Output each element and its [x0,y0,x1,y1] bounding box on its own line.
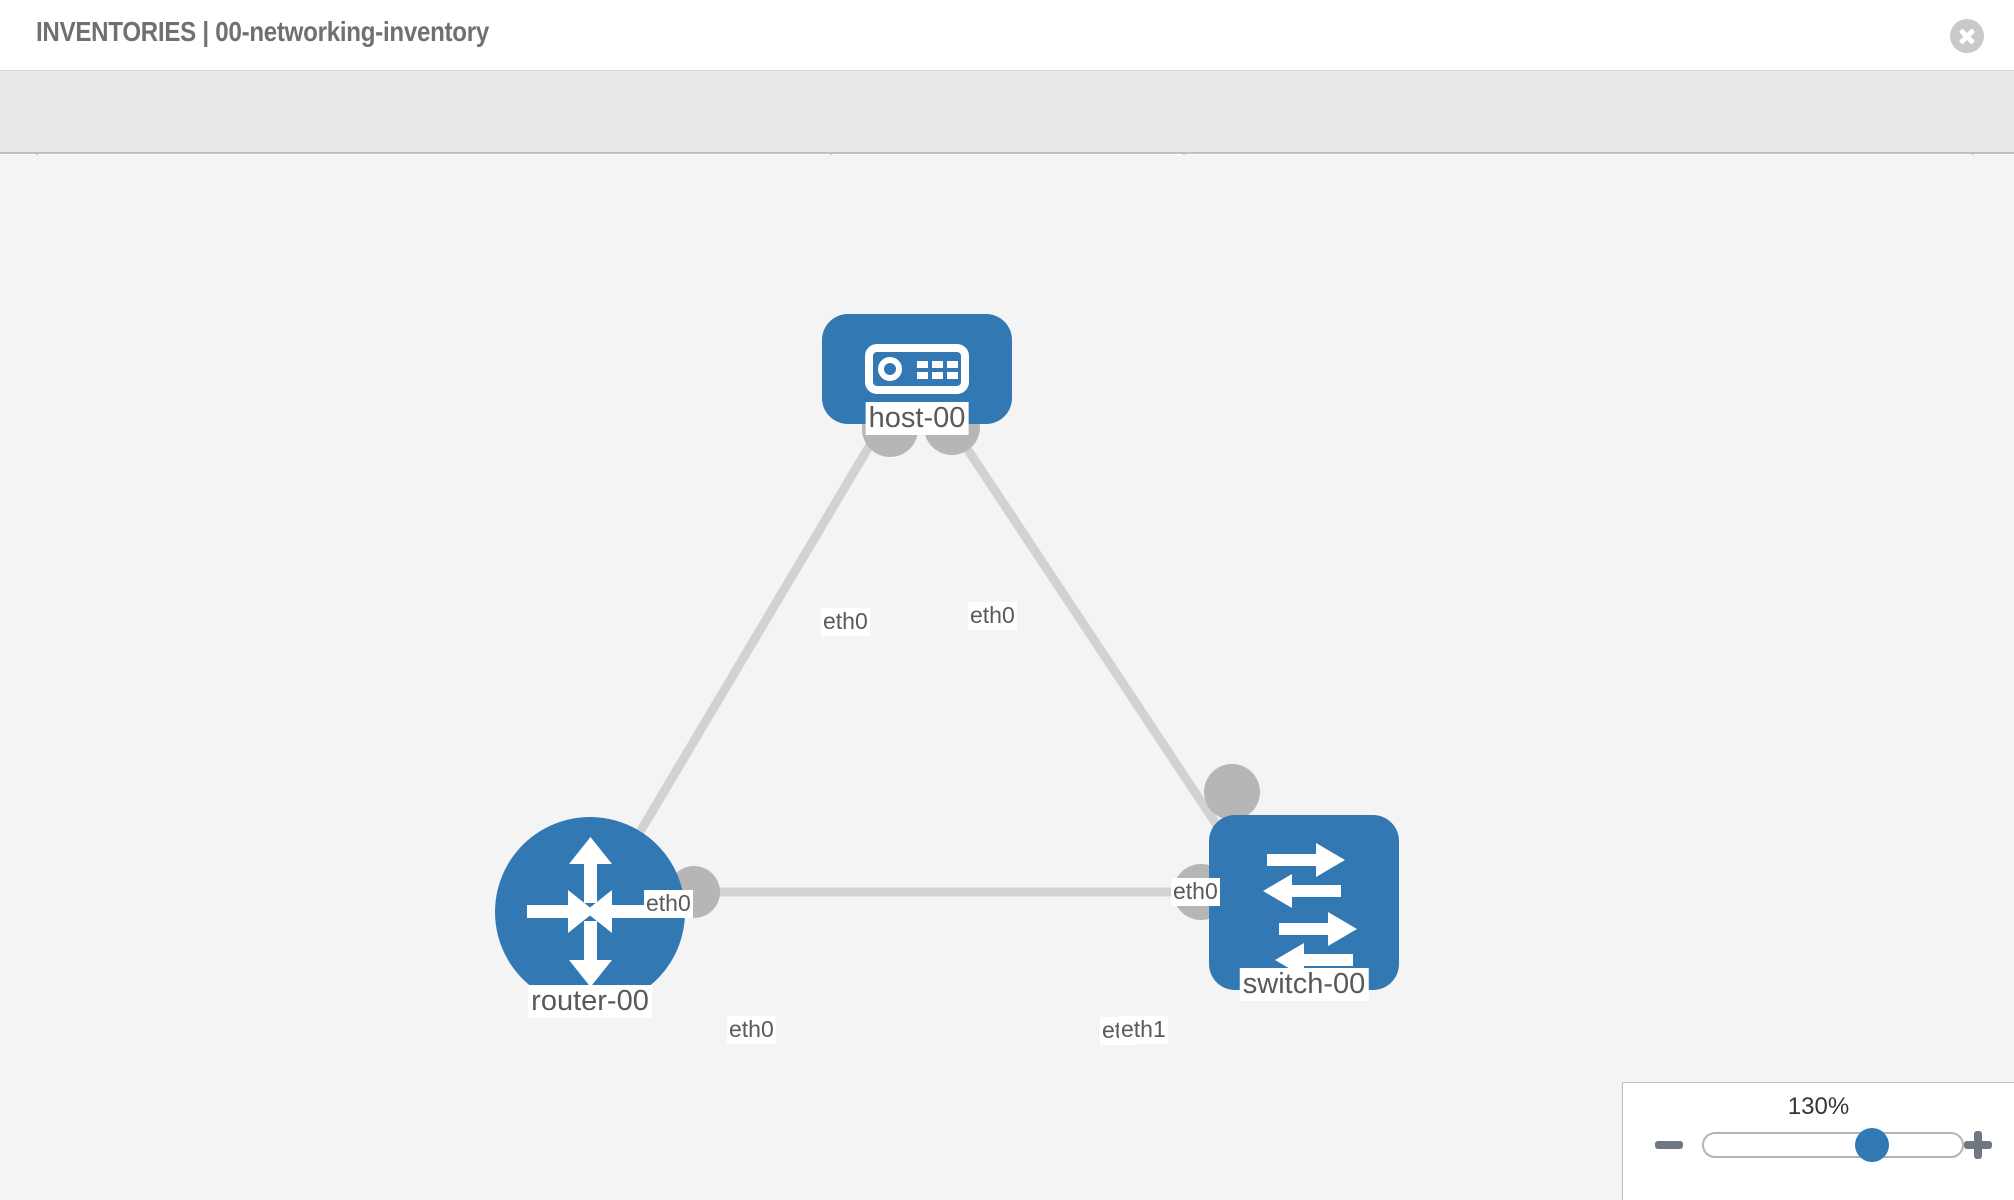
zoom-control-panel: 130% [1622,1082,2014,1200]
zoom-out-button[interactable] [1655,1141,1683,1149]
zoom-in-button[interactable] [1964,1131,1992,1159]
topology-links [608,399,1260,920]
page-title: INVENTORIES | 00-networking-inventory [36,16,490,47]
edge-label-router-right: eth0 [727,1016,776,1044]
topology-canvas[interactable]: host-00 [0,155,2014,1200]
edge-label-router-upper: eth0 [644,890,693,918]
edge-label-switch-upper: eth0 [1171,878,1220,906]
page-header: INVENTORIES | 00-networking-inventory [0,0,2014,70]
link-host-router [608,420,887,882]
node-label-router-00: router-00 [528,985,652,1019]
node-label-host-00: host-00 [865,402,969,436]
link-host-switch [946,420,1254,878]
edge-label-host-right: eth0 [968,602,1017,630]
node-router-00[interactable]: router-00 [495,817,685,1032]
toolbar: ACTIONS SEARCH [0,70,2014,211]
edge-label-switch-left-b: eth1 [1119,1016,1168,1044]
node-label-switch-00: switch-00 [1239,968,1369,1002]
node-switch-00[interactable]: switch-00 [1209,800,1399,1035]
edge-label-host-left: eth0 [821,608,870,636]
zoom-level-label: 130% [1787,1093,1850,1120]
interface-switch-top[interactable] [1204,764,1260,820]
node-host-00[interactable]: host-00 [822,314,1012,494]
zoom-slider[interactable] [1702,1128,1964,1162]
node-switch-shape [1209,815,1399,990]
close-icon[interactable] [1950,19,1984,53]
zoom-slider-thumb[interactable] [1854,1128,1889,1162]
